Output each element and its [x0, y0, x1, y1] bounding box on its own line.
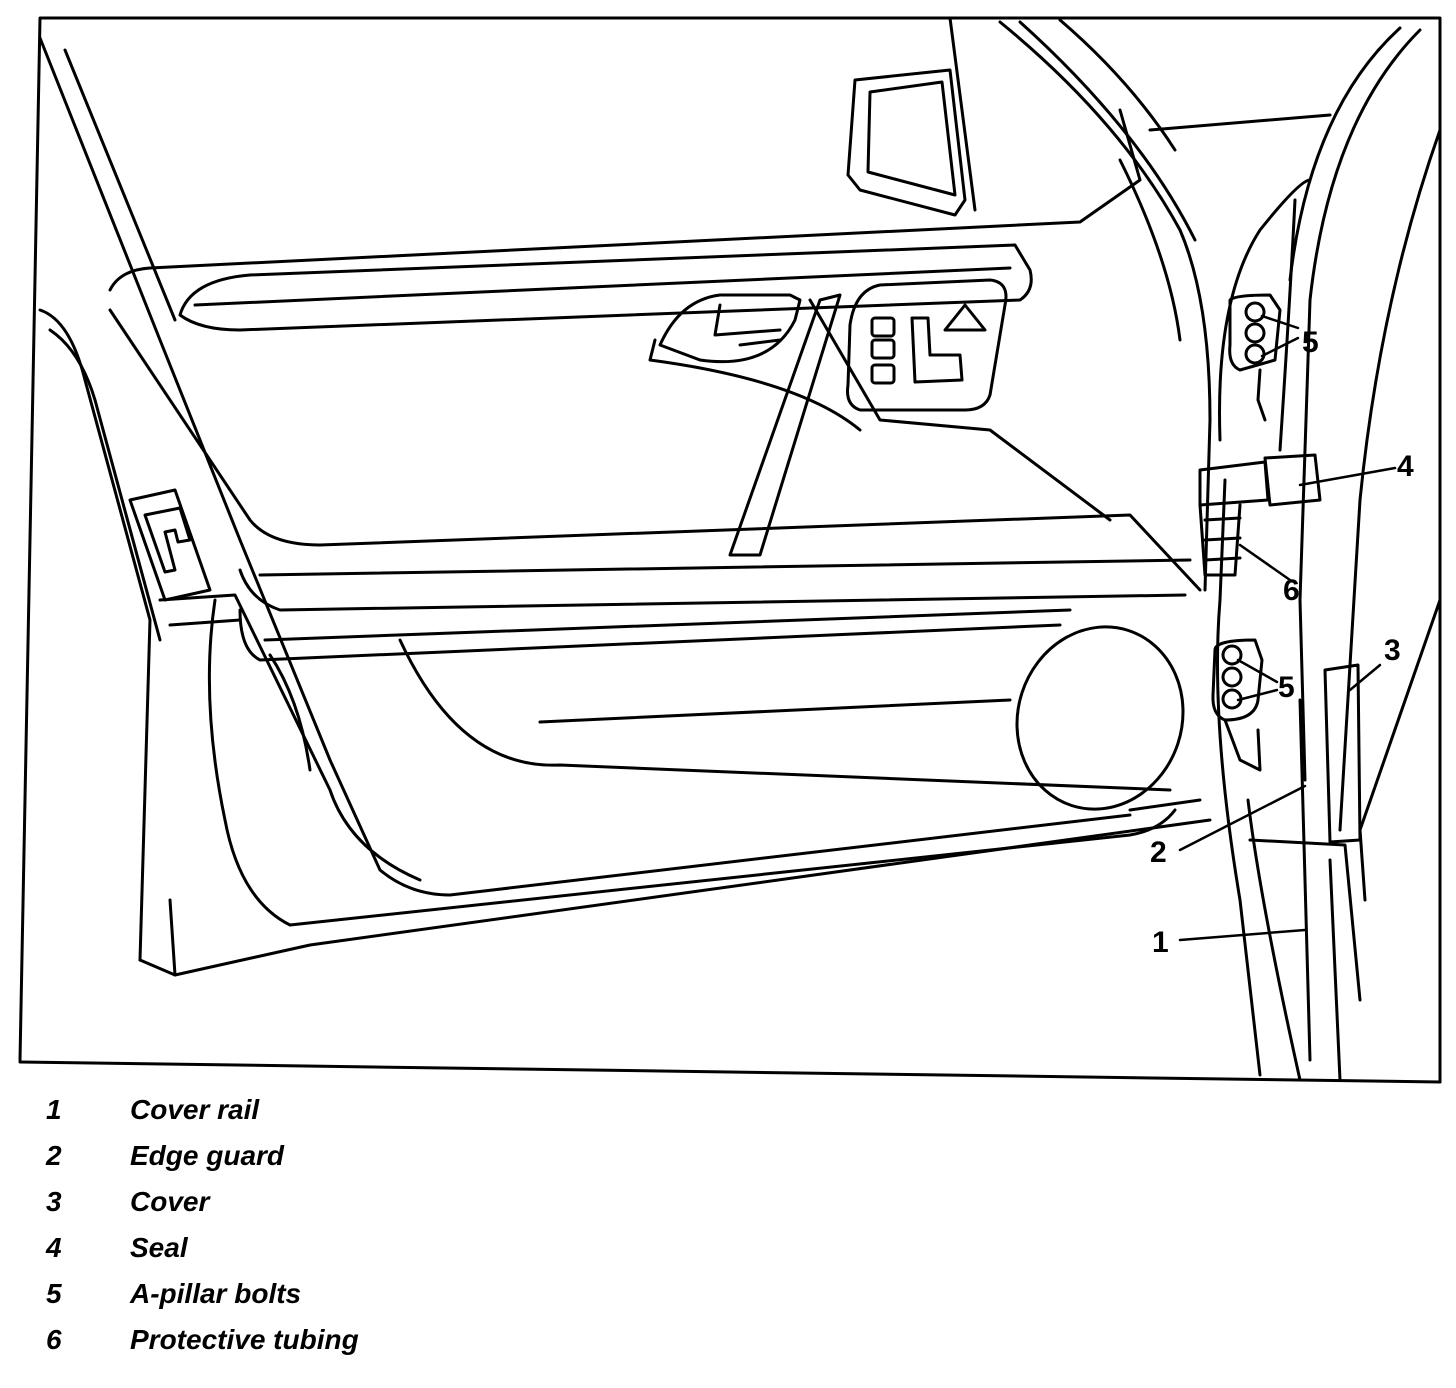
cover-panel: [1323, 663, 1362, 844]
diagram-frame: [18, 16, 1442, 1084]
callout-5-lower: 5: [1278, 671, 1295, 704]
legend-label: Cover: [130, 1186, 210, 1217]
bolt-icon: [1244, 301, 1266, 323]
legend-number: 5: [46, 1278, 62, 1309]
callout-2: 2: [1150, 836, 1167, 869]
side-mirror: [846, 16, 977, 217]
callout-1: 1: [1152, 926, 1169, 959]
bolt-icon: [1244, 322, 1266, 344]
door-check-strap: [1198, 453, 1322, 577]
legend-number: 4: [46, 1232, 62, 1263]
bolt-icon: [1221, 666, 1243, 688]
callout-6: 6: [1283, 574, 1300, 607]
legend-number: 3: [46, 1186, 62, 1217]
legend-label: Protective tubing: [130, 1324, 359, 1355]
door-shell: [38, 36, 1212, 977]
legend-number: 2: [46, 1140, 62, 1171]
door-lock-latch: [143, 506, 192, 574]
callout-5-upper: 5: [1302, 326, 1319, 359]
bolt-icon: [1244, 343, 1266, 365]
seat-control-panel: [846, 278, 1008, 412]
window-frame: [998, 18, 1332, 592]
bolt-icon: [1221, 644, 1243, 666]
legend-label: Seal: [130, 1232, 188, 1263]
legend-label: Cover rail: [130, 1094, 260, 1125]
legend-label: A-pillar bolts: [130, 1278, 302, 1309]
bolt-plate-upper: [1228, 293, 1282, 422]
legend-label: Edge guard: [130, 1140, 285, 1171]
door-panel-diagram: 1 2 3 4 5 5 6: [18, 16, 1442, 1084]
callout-4: 4: [1397, 450, 1414, 483]
legend-number: 6: [46, 1324, 62, 1355]
speaker-grille: [1015, 625, 1185, 811]
door-pull-handle: [658, 293, 802, 364]
armrest: [108, 108, 1202, 592]
callout-3: 3: [1384, 634, 1401, 667]
door-trim: [207, 558, 1202, 927]
diagram-bottom-edge: [18, 1060, 1442, 1084]
a-pillar: [1216, 26, 1442, 1082]
legend-number: 1: [46, 1094, 62, 1125]
leader-lines: [1178, 314, 1397, 942]
